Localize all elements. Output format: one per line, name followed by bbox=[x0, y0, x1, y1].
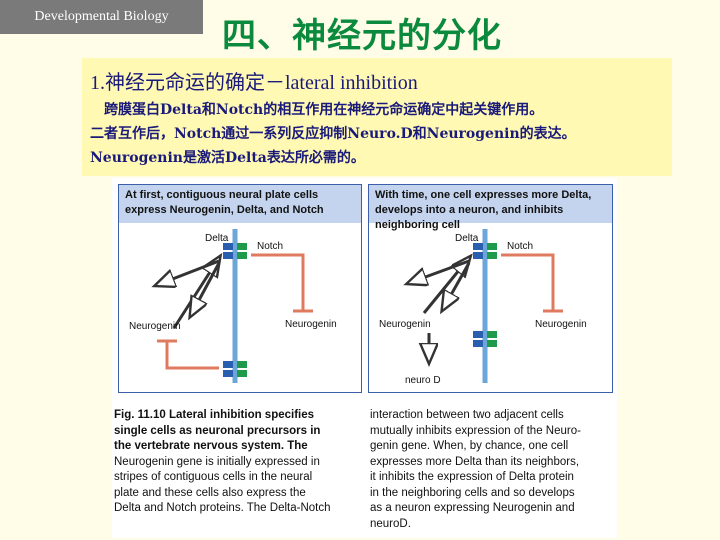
label-neurogenin-left: Neurogenin bbox=[129, 321, 181, 332]
course-tag: Developmental Biology bbox=[0, 0, 203, 34]
left-panel-header: At first, contiguous neural plate cells … bbox=[119, 185, 361, 223]
caption-right-5: it inhibits the expression of Delta prot… bbox=[370, 471, 574, 483]
delta-notch-bot-green-2 bbox=[237, 370, 247, 377]
lateral-inhibition-figure: At first, contiguous neural plate cells … bbox=[112, 178, 617, 538]
r-label-neurod: neuro D bbox=[405, 375, 441, 386]
right-diagram: Delta Notch Neurogenin Neurogenin neuro … bbox=[379, 229, 587, 386]
delta-notch-top-blue-2 bbox=[223, 252, 233, 259]
caption-right-6: in the neighboring cells and so develops bbox=[370, 486, 575, 499]
caption-left: Fig. 11.10 Lateral inhibition specifies … bbox=[114, 408, 354, 517]
caption-right-4: expresses more Delta than its neighbors, bbox=[370, 455, 580, 468]
delta-notch-top-green bbox=[237, 243, 247, 250]
inhibit-notch-left bbox=[165, 341, 219, 370]
delta-notch-bot-blue bbox=[223, 361, 233, 368]
slide-title: 四、神经元的分化 bbox=[222, 16, 502, 56]
r-delta-mid-blue-2 bbox=[473, 340, 483, 347]
label-delta: Delta bbox=[205, 233, 229, 244]
caption-right-8: neuroD. bbox=[370, 517, 411, 530]
caption-left-2: single cells as neuronal precursors in bbox=[114, 424, 321, 437]
left-diagram: Delta Notch Neurogenin Neurogenin bbox=[129, 229, 337, 383]
diagram-area: At first, contiguous neural plate cells … bbox=[112, 178, 617, 398]
caption-left-6: plate and these cells also express the bbox=[114, 486, 306, 499]
r-label-notch: Notch bbox=[507, 241, 533, 252]
label-notch: Notch bbox=[257, 241, 283, 252]
caption-left-5: stripes of contiguous cells in the neura… bbox=[114, 471, 313, 483]
caption-left-1: Fig. 11.10 Lateral inhibition specifies bbox=[114, 409, 315, 421]
r-arrow-neurogenin-delta bbox=[422, 258, 469, 314]
caption-right-2: mutually inhibits expression of the Neur… bbox=[370, 424, 581, 437]
label-neurogenin-right: Neurogenin bbox=[285, 319, 337, 330]
caption-right-3: genin gene. When, by chance, one cell bbox=[370, 440, 569, 452]
section-subtitle: 1.神经元命运的确定－lateral inhibition bbox=[90, 72, 418, 94]
left-panel: At first, contiguous neural plate cells … bbox=[118, 184, 362, 393]
r-arrow-delta-left bbox=[409, 259, 470, 283]
r-notch-top-green bbox=[487, 243, 497, 250]
r-delta-top-blue bbox=[473, 243, 483, 250]
right-panel: With time, one cell expresses more Delta… bbox=[368, 184, 613, 393]
caption-right-1: interaction between two adjacent cells bbox=[370, 409, 564, 421]
r-label-neurogenin-left: Neurogenin bbox=[379, 319, 431, 330]
r-notch-mid-green bbox=[487, 331, 497, 338]
arrow-delta-left bbox=[157, 259, 220, 285]
section-body: 跨膜蛋白Delta和Notch的相互作用在神经元命运确定中起关键作用。 二者互作… bbox=[90, 98, 675, 170]
delta-notch-bot-green bbox=[237, 361, 247, 368]
right-panel-header: With time, one cell expresses more Delta… bbox=[369, 185, 612, 231]
r-delta-top-blue-2 bbox=[473, 252, 483, 259]
caption-right-7: as a neuron expressing Neurogenin and bbox=[370, 502, 575, 514]
body-line-3: Neurogenin是激活Delta表达所必需的。 bbox=[90, 150, 365, 166]
r-notch-mid-green-2 bbox=[487, 340, 497, 347]
r-arrow-delta-down bbox=[443, 262, 471, 309]
delta-notch-top-blue bbox=[223, 243, 233, 250]
body-line-2: 二者互作后，Notch通过一系列反应抑制Neuro.D和Neurogenin的表… bbox=[90, 126, 576, 142]
r-label-delta: Delta bbox=[455, 233, 479, 244]
inhibit-notch-right bbox=[251, 253, 305, 311]
r-notch-top-green-2 bbox=[487, 252, 497, 259]
body-line-1: 跨膜蛋白Delta和Notch的相互作用在神经元命运确定中起关键作用。 bbox=[90, 102, 544, 118]
r-delta-mid-blue bbox=[473, 331, 483, 338]
caption-left-3: the vertebrate nervous system. The bbox=[114, 440, 308, 452]
caption-right: interaction between two adjacent cells m… bbox=[370, 408, 615, 532]
r-label-neurogenin-right: Neurogenin bbox=[535, 319, 587, 330]
delta-notch-top-green-2 bbox=[237, 252, 247, 259]
delta-notch-bot-blue-2 bbox=[223, 370, 233, 377]
caption-left-4: Neurogenin gene is initially expressed i… bbox=[114, 455, 320, 468]
arrow-delta-down bbox=[191, 262, 221, 315]
r-inhibit-notch bbox=[501, 253, 555, 311]
text-panel: 1.神经元命运的确定－lateral inhibition 跨膜蛋白Delta和… bbox=[82, 58, 672, 176]
caption-left-7: Delta and Notch proteins. The Delta-Notc… bbox=[114, 502, 331, 514]
